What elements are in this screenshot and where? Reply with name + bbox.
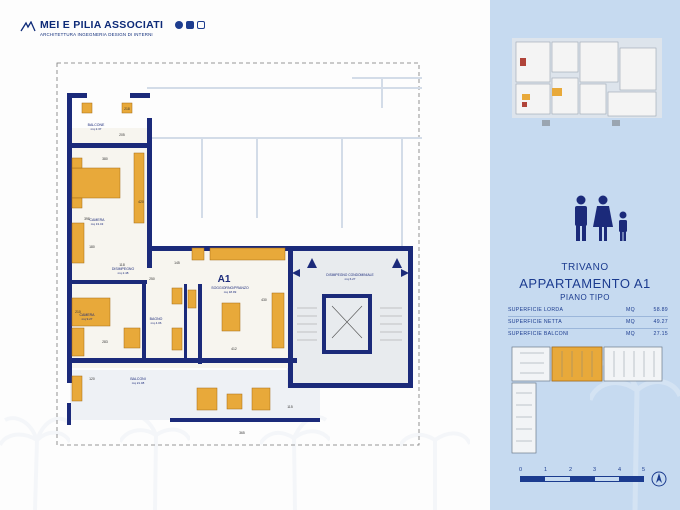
room-area: mq 18.99 [224, 290, 237, 294]
dimension-label: 180 [89, 245, 95, 249]
surface-label: SUPERFICIE BALCONI [508, 331, 569, 337]
scale-tick: 0 [519, 467, 523, 473]
room-area: mq 2.37 [91, 127, 102, 131]
room-area: mq 9.27 [82, 317, 93, 321]
balcony-floor [70, 370, 320, 420]
brand-name: MEI E PILIA ASSOCIATI [40, 19, 164, 31]
building-keyplan [512, 38, 662, 126]
dimension-label: 118 [119, 263, 125, 267]
dimension-label: 250 [149, 277, 155, 281]
facebook-icon[interactable] [186, 21, 194, 29]
palm-decoration [0, 416, 70, 510]
scale-bar [520, 476, 644, 482]
scale-tick: 4 [618, 467, 622, 473]
surface-unit: MQ [626, 319, 635, 325]
highlighted-unit [551, 346, 603, 382]
room-name: CAMERA [80, 313, 96, 317]
occupants-icon [575, 195, 627, 241]
surface-label: SUPERFICIE NETTA [508, 319, 562, 325]
scale-tick: 3 [593, 467, 597, 473]
dimension-label: 398 [84, 217, 90, 221]
unit-label: A1 [218, 274, 231, 285]
scale-tick: 2 [569, 467, 573, 473]
dimension-label: 145 [174, 261, 180, 265]
apartment-type: TRIVANO [561, 262, 609, 273]
dimension-label: 115 [287, 405, 293, 409]
info-panel: TRIVANO APPARTAMENTO A1 PIANO TIPO SUPER… [490, 0, 680, 510]
dimension-label: 218 [124, 107, 130, 111]
divider [508, 328, 668, 329]
floor-plan: A1 BALCONE mq 2.37 CAMERA mq 13.43 DISIM… [56, 62, 422, 446]
floorplan-panel: MEI E PILIA ASSOCIATI ARCHITETTURA INGEG… [0, 18, 470, 510]
dimension-label: 412 [231, 347, 237, 351]
scale-tick: 5 [642, 467, 646, 473]
room-name: BALCONI [130, 377, 145, 381]
arrow-right-icon [401, 269, 409, 277]
room-name: CAMERA [90, 218, 106, 222]
floor-label: PIANO TIPO [560, 293, 610, 302]
scale-tick: 1 [544, 467, 548, 473]
apartment-floor [150, 248, 290, 368]
divider [508, 316, 668, 317]
dimension-label: 210 [75, 310, 81, 314]
dimension-label: 283 [102, 340, 108, 344]
room-area: mq 21.08 [132, 381, 145, 385]
apartment-title: APPARTAMENTO A1 [519, 276, 651, 291]
dimension-label: 430 [261, 298, 267, 302]
globe-icon[interactable] [175, 21, 183, 29]
plot-boundary [56, 62, 420, 446]
stair-core-floor [287, 248, 412, 388]
dimension-label: 420 [138, 200, 144, 204]
palm-decoration [590, 359, 680, 510]
brand-logo: MEI E PILIA ASSOCIATI ARCHITETTURA INGEG… [20, 18, 205, 40]
surface-value: 58.89 [653, 307, 668, 313]
surface-row: SUPERFICIE NETTA MQ 49.27 [508, 319, 668, 329]
surface-unit: MQ [626, 331, 635, 337]
arrow-left-icon [292, 269, 300, 277]
north-arrow-icon [651, 471, 667, 487]
dimension-label: 205 [119, 133, 125, 137]
surface-unit: MQ [626, 307, 635, 313]
adjacent-structure [147, 77, 422, 248]
room-area: mq 13.43 [91, 222, 104, 226]
room-name: SOGGIORNO/PRANZO [211, 286, 249, 290]
room-name: BALCONE [88, 123, 105, 127]
arrow-up-icon [307, 258, 317, 268]
room-area: mq 4.06 [151, 321, 162, 325]
room-name: BAGNO [150, 317, 163, 321]
surface-value: 27.15 [653, 331, 668, 337]
stair-core [292, 258, 409, 341]
room-area: mq 2.48 [118, 271, 129, 275]
dimension-label: 120 [89, 377, 95, 381]
surface-label: SUPERFICIE LORDA [508, 307, 564, 313]
arrow-up-icon [392, 258, 402, 268]
instagram-icon[interactable] [197, 21, 205, 29]
room-name: DISIMPEGNO [112, 267, 135, 271]
furniture [71, 102, 286, 411]
dimension-label: 380 [102, 157, 108, 161]
surface-value: 49.27 [653, 319, 668, 325]
logo-mark-icon [20, 21, 36, 32]
palm-decoration [400, 431, 470, 510]
room-area: mq 6.27 [345, 277, 356, 281]
floor-keyplan [511, 346, 663, 454]
dimension-label: 365 [239, 431, 245, 435]
palm-decoration [120, 413, 190, 510]
palm-decoration [260, 415, 330, 510]
brand-tagline: ARCHITETTURA INGEGNERIA DESIGN DI INTERN… [40, 32, 153, 37]
surface-row: SUPERFICIE BALCONI MQ 27.15 [508, 331, 668, 341]
room-name: DISIMPEGNO CONDOMINIALE [326, 273, 374, 277]
surface-row: SUPERFICIE LORDA MQ 58.89 [508, 307, 668, 317]
